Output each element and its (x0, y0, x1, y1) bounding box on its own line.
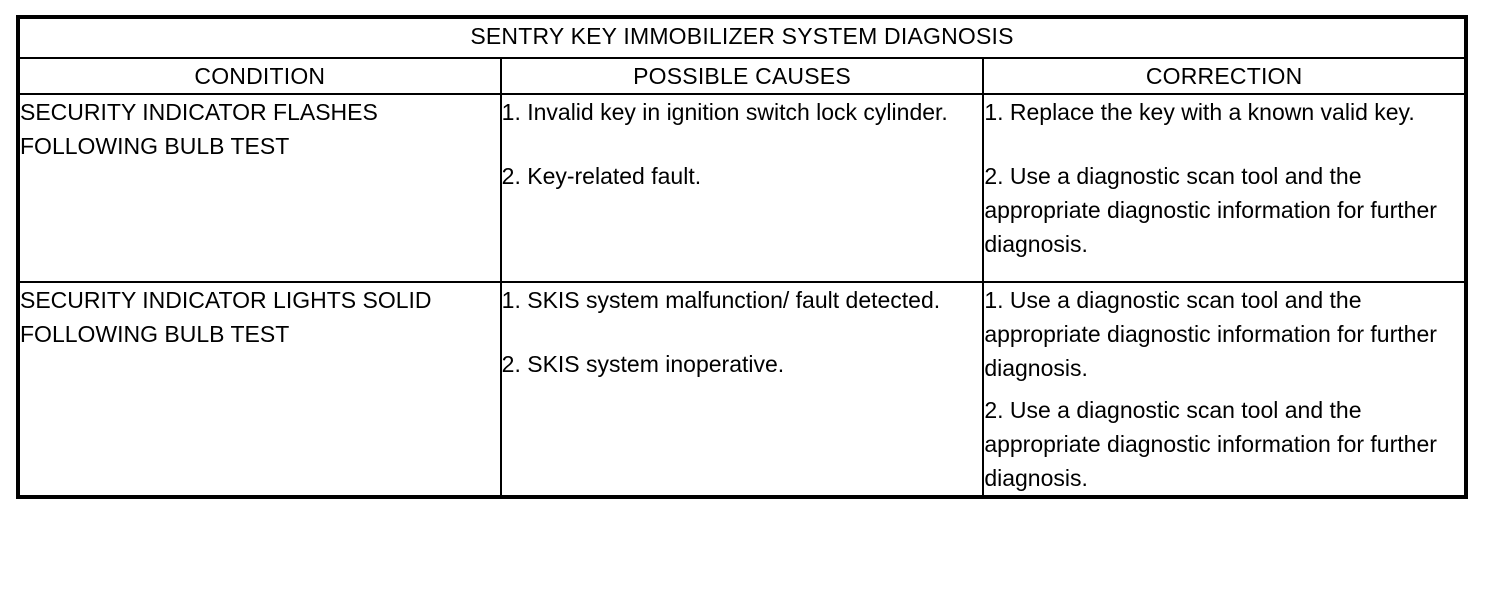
condition-text: SECURITY INDICATOR LIGHTS SOLID FOLLOWIN… (20, 287, 432, 347)
column-header-correction: CORRECTION (982, 57, 1466, 95)
possible-causes-cell: 1. Invalid key in ignition switch lock c… (499, 93, 985, 283)
cause-item: 2. Key-related fault. (501, 163, 702, 189)
possible-causes-cell: 1. SKIS system malfunction/ fault detect… (499, 281, 985, 497)
condition-cell: SECURITY INDICATOR LIGHTS SOLID FOLLOWIN… (18, 281, 502, 497)
column-header-condition: CONDITION (18, 57, 502, 95)
column-header-possible-causes: POSSIBLE CAUSES (499, 57, 985, 95)
correction-item: 1. Use a diagnostic scan tool and the ap… (984, 287, 1437, 381)
cause-item: 1. Invalid key in ignition switch lock c… (501, 99, 948, 125)
condition-cell: SECURITY INDICATOR FLASHES FOLLOWING BUL… (18, 93, 502, 283)
correction-cell: 1. Replace the key with a known valid ke… (982, 93, 1466, 283)
sentry-key-diagnosis-table: SENTRY KEY IMMOBILIZER SYSTEM DIAGNOSIS … (16, 15, 1468, 499)
condition-text: SECURITY INDICATOR FLASHES FOLLOWING BUL… (20, 99, 378, 159)
table-title: SENTRY KEY IMMOBILIZER SYSTEM DIAGNOSIS (18, 16, 1466, 59)
table-row: SECURITY INDICATOR FLASHES FOLLOWING BUL… (18, 93, 1466, 283)
correction-item: 2. Use a diagnostic scan tool and the ap… (984, 397, 1437, 491)
correction-item: 1. Replace the key with a known valid ke… (984, 99, 1415, 125)
table-title-row: SENTRY KEY IMMOBILIZER SYSTEM DIAGNOSIS (18, 16, 1466, 59)
correction-cell: 1. Use a diagnostic scan tool and the ap… (982, 281, 1466, 497)
correction-item: 2. Use a diagnostic scan tool and the ap… (984, 163, 1437, 257)
cause-item: 2. SKIS system inoperative. (501, 351, 785, 377)
table-row: SECURITY INDICATOR LIGHTS SOLID FOLLOWIN… (18, 281, 1466, 497)
cause-item: 1. SKIS system malfunction/ fault detect… (501, 287, 941, 313)
table-header-row: CONDITION POSSIBLE CAUSES CORRECTION (18, 57, 1466, 95)
